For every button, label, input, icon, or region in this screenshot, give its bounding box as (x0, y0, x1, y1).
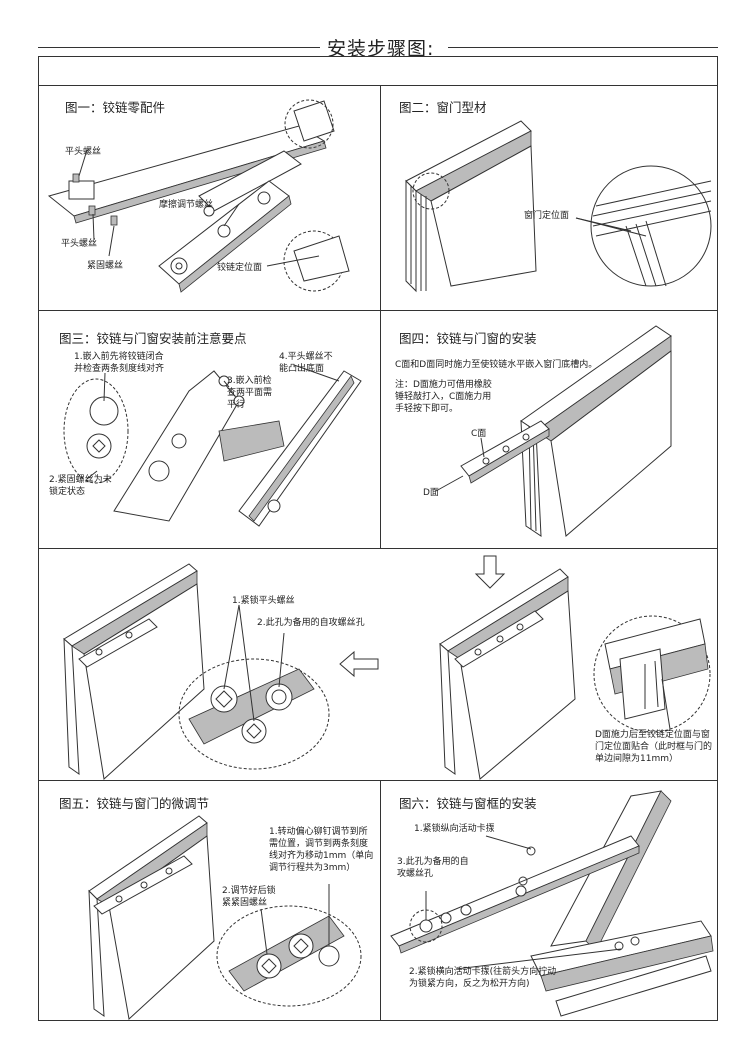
divider (38, 310, 718, 311)
divider (38, 85, 718, 86)
fine-adjust-illustration (88, 815, 362, 1020)
divider (38, 780, 718, 781)
panel-hinge-parts: 图一：铰链零配件 平头螺丝 摩擦调节螺丝 平头螺丝 紧固螺丝 铰链定位面 (39, 86, 380, 310)
arrow-left-icon (339, 650, 379, 678)
divider (380, 85, 381, 310)
panel-lock-screws: 1.紧锁平头螺丝 2.此孔为备用的自攻螺丝孔 (39, 549, 365, 780)
page-title: 安装步骤图: (327, 38, 435, 60)
label-lock-vertical: 1.紧锁纵向活动卡揼 (414, 824, 495, 834)
panel-frame-install: 图六：铰链与窗框的安装 1.紧锁纵向活动卡揼 3.此孔为备用的自攻螺丝孔 2.紧… (381, 781, 717, 1020)
label-spare-hole: 2.此孔为备用的自攻螺丝孔 (257, 618, 365, 628)
instruction-1: C面和D面同时施力至使铰链水平嵌入窗门底槽内。 (395, 360, 598, 370)
panel-hinge-window-install: 图四：铰链与门窗的安装 C面和D面同时施力至使铰链水平嵌入窗门底槽内。 注：D面… (381, 311, 717, 548)
panel-title: 图三：铰链与门窗安装前注意要点 (59, 331, 247, 346)
page-header: 安装步骤图: (0, 30, 750, 60)
panel-locate-face-fit: D面施力后至铰链定位面与窗门定位面贴合（此时框与门的单边间隙为11mm） (400, 549, 717, 780)
panel-title: 图六：铰链与窗框的安装 (399, 796, 537, 811)
panel-pre-install-notes: 图三：铰链与门窗安装前注意要点 1.嵌入前先将铰链闭合并检查两条刻度线对齐 2.… (39, 311, 380, 548)
label-lock-flat-screw: 1.紧锁平头螺丝 (232, 596, 295, 606)
label-spare-hole: 3.此孔为备用的自攻螺丝孔 (397, 857, 469, 879)
panel-title: 图四：铰链与门窗的安装 (399, 331, 537, 346)
pre-install-illustration (63, 364, 362, 527)
label-window-locate-face: 窗门定位面 (524, 211, 570, 221)
label-fasten-screw: 紧固螺丝 (87, 261, 124, 271)
divider (38, 548, 718, 549)
divider (380, 310, 381, 548)
panel-title: 图五：铰链与窗门的微调节 (59, 796, 210, 811)
note-1: 1.嵌入前先将铰链闭合并检查两条刻度线对齐 (74, 352, 165, 374)
label-flat-screw-top: 平头螺丝 (65, 147, 102, 157)
title-rule-left (38, 47, 320, 48)
label-d-face-note: D面施力后至铰链定位面与窗门定位面贴合（此时框与门的单边间隙为11mm） (595, 730, 713, 764)
note-2: 2.紧固螺丝为未锁定状态 (49, 475, 112, 497)
label-face-c: C面 (471, 429, 487, 439)
panel-fine-adjust: 图五：铰链与窗门的微调节 1.转动偏心铆钉调节到所需位置，调节到两条刻度线对齐为… (39, 781, 380, 1020)
label-lock-horizontal: 2.紧锁横向活动卡揼(往箭头方向拧动为锁紧方向，反之为松开方向) (409, 967, 557, 989)
instruction-frame (38, 56, 718, 1021)
panel-title: 图二：窗门型材 (399, 100, 487, 115)
label-face-d: D面 (423, 488, 439, 498)
hinge-install-illustration (435, 325, 672, 537)
lock-screws-illustration (63, 563, 330, 780)
hinge-parts-illustration (47, 99, 350, 293)
panel-title: 图一：铰链零配件 (65, 100, 166, 115)
arrow-down-icon (474, 555, 506, 589)
panel-window-profile: 图二：窗门型材 窗门定位面 (381, 86, 717, 310)
note-3: 3.嵌入前检查两平面需平行 (227, 376, 273, 410)
label-lock-after: 2.调节好后锁紧紧固螺丝 (222, 886, 276, 908)
label-rotate-note: 1.转动偏心铆钉调节到所需位置，调节到两条刻度线对齐为移动1mm（单向调节行程共… (269, 827, 374, 873)
note-4: 4.平头螺丝不能凸出底面 (279, 352, 333, 374)
frame-install-illustration (390, 790, 714, 1017)
locate-face-illustration (439, 568, 711, 780)
label-hinge-locate-face: 铰链定位面 (217, 263, 263, 273)
instruction-2: 注：D面施力可借用橡胶锤轻敲打入，C面施力用手轻按下即可。 (395, 380, 492, 414)
label-friction-screw: 摩擦调节螺丝 (159, 200, 214, 210)
label-flat-screw-bottom: 平头螺丝 (61, 239, 98, 249)
divider (380, 780, 381, 1021)
window-profile-illustration (405, 120, 712, 293)
title-rule-right (448, 47, 718, 48)
